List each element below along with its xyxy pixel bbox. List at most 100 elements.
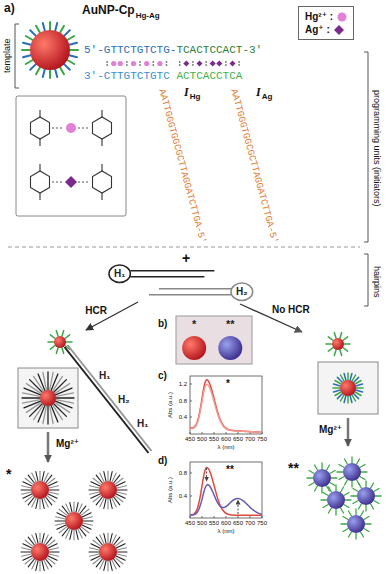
silver-ion: [197, 61, 203, 67]
dna-strands: [90, 471, 127, 509]
substituent-bond: [101, 110, 102, 146]
bracket: [15, 24, 19, 88]
axis-tick: 1.2: [179, 381, 187, 388]
gold-nanoparticle: [357, 487, 375, 505]
axis-tick: 0.4: [179, 414, 187, 421]
reaction-arrow: [47, 432, 50, 462]
legend-row: Hg²⁺ :: [305, 10, 347, 23]
base-pair-dot: [152, 64, 154, 66]
dna-strands: [55, 503, 93, 540]
mercury-ion: [66, 123, 76, 133]
axis-tick: 450: [185, 436, 195, 443]
gold-nanoparticle: [54, 336, 66, 348]
dna-strands: [333, 373, 363, 403]
substituent-bond: [101, 164, 102, 200]
gold-nanoparticle: [340, 380, 356, 396]
base-pair-dot: [126, 64, 128, 66]
sample-mark: **: [288, 460, 299, 476]
initiator-name: I: [256, 86, 261, 100]
axis-tick: 750: [257, 520, 267, 527]
legend-swatch: [338, 12, 347, 21]
panel-letter: c): [158, 370, 167, 382]
gold-nanoparticle: [31, 481, 49, 499]
nucleobase-ring: [93, 171, 112, 193]
dna-sequence: TCACTCCACT-3': [176, 44, 262, 57]
substituent-bond: [39, 110, 40, 146]
gold-nanoparticle: [99, 543, 117, 561]
dna-strands: [21, 534, 59, 571]
dna-strands: [22, 471, 59, 509]
reaction-arrow: [238, 500, 239, 514]
base-pair-dot: [106, 61, 108, 63]
dna-sequence: AATTGGGTGGCGCTTAGGATCTTGA-5': [155, 88, 207, 245]
gold-nanoparticle: [343, 463, 361, 481]
legend-box: Hg²⁺ :Ag⁺ :: [298, 6, 354, 40]
reagent-label: Mg²⁺: [319, 424, 342, 436]
sample-mark: *: [6, 466, 11, 482]
sample-mark: **: [226, 464, 234, 476]
dna-strands: [22, 372, 74, 424]
axis-tick: 750: [257, 436, 267, 443]
dna-sequence: 3'-CTTGTCTGTC: [84, 70, 170, 83]
nucleobase-ring: [93, 117, 112, 139]
axis-tick: 500: [197, 520, 207, 527]
gold-nanoparticle: [313, 469, 331, 487]
axis-tick: 0.4: [179, 493, 187, 500]
base-pair-dot: [238, 64, 240, 66]
spectrum-curve: [190, 485, 262, 516]
hairpin-stem: [149, 289, 231, 295]
base-pair-dot: [179, 64, 181, 66]
sample-mark: *: [226, 378, 230, 390]
mercury-ion: [118, 61, 123, 66]
nucleobase-ring: [31, 171, 50, 193]
reaction-arrow: [206, 468, 207, 481]
hcr-polymer: [68, 345, 152, 451]
panel-letter: b): [158, 318, 167, 330]
gold-nanoparticle: [31, 543, 49, 561]
mercury-ion: [157, 61, 162, 66]
axis-title: λ (nm): [218, 528, 235, 535]
mercury-ion: [111, 61, 116, 66]
edge-label: HCR: [84, 305, 108, 317]
arrow-label: No HCR: [272, 304, 310, 316]
bracket: [364, 52, 368, 242]
base-pair-dot: [205, 64, 207, 66]
dna-strands: [23, 373, 74, 424]
mercury-ion: [131, 61, 136, 66]
hairpin-loop: [231, 283, 253, 301]
dna-strands: [341, 509, 371, 539]
base-pair-dot: [238, 61, 240, 63]
mercury-ion: [144, 61, 149, 66]
bracket-label: template: [2, 39, 12, 74]
node-text: H₂: [236, 286, 248, 298]
photo-background: [176, 316, 252, 364]
dna-strands: [23, 23, 77, 77]
base-pair-dot: [106, 64, 108, 66]
gold-nanoparticle: [99, 481, 117, 499]
plot-frame: [190, 376, 262, 434]
zoom-box: [318, 362, 378, 414]
silver-ion: [230, 61, 236, 67]
substituent-bond: [39, 164, 40, 200]
base-pair-dot: [225, 61, 227, 63]
reagent-label: Mg²⁺: [56, 438, 79, 450]
dna-strands: [21, 472, 59, 509]
dna-strands: [22, 22, 78, 78]
gold-nanoparticle: [30, 30, 70, 70]
axis-tick: 700: [245, 436, 255, 443]
axis-tick: 650: [233, 520, 243, 527]
silver-ion: [183, 61, 189, 67]
silver-ion: [216, 61, 222, 67]
axis-tick: 450: [185, 520, 195, 527]
base-pair-dot: [225, 64, 227, 66]
dna-sequence: 5'-GTTCTGTCTG-: [84, 44, 176, 57]
dna-sequence: AATTGGGTGGCGCTTAGGATCTTGA-5': [227, 88, 279, 245]
hairpin-pair: H₁H₂: [108, 264, 258, 302]
bracket: [364, 254, 368, 306]
gold-nanoparticle: [65, 512, 83, 530]
axis-ticks: [190, 384, 262, 434]
conjugate-name: AuNP-Cp: [82, 4, 135, 18]
axis-tick: 600: [221, 436, 231, 443]
legend-text: Hg²⁺ :: [305, 10, 333, 23]
